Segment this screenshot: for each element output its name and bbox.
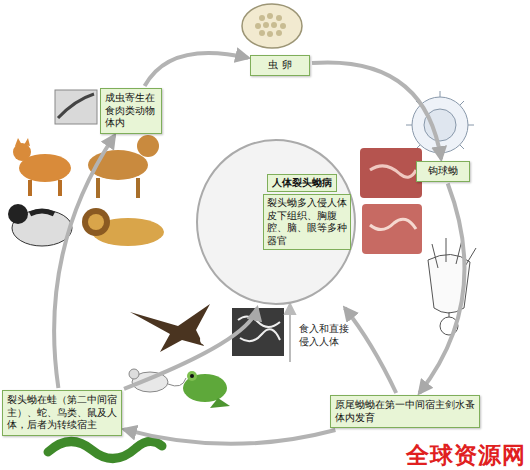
egg-yolk (255, 13, 286, 37)
stage-text: 原尾蚴蚴在第一中间宿主剑水蚤体内发育 (335, 399, 475, 424)
eagle-picture (130, 304, 210, 352)
stage-box: 虫 卵 (250, 55, 310, 76)
stage-text: 钩球蚴 (421, 165, 465, 178)
cycle-arrow (419, 184, 464, 394)
stage-box: 钩球蚴 (416, 161, 470, 182)
intake-label: 食入和直接侵入人体 (298, 322, 352, 349)
adult-worm-photo (55, 90, 97, 124)
disease-circle: 人体裂头蚴病裂头蚴多入侵人体皮下组织、胸腹腔、脑、眼等多种器官 (195, 138, 357, 306)
disease-description: 裂头蚴多入侵人体皮下组织、胸腹腔、脑、眼等多种器官 (263, 194, 351, 250)
cycle-arrow (145, 53, 248, 86)
disease-heading: 人体裂头蚴病 (267, 174, 337, 192)
stage-box: 原尾蚴蚴在第一中间宿主剑水蚤体内发育 (330, 395, 480, 428)
stage-text: 成虫寄生在食肉类动物体内 (105, 92, 157, 130)
snake-picture (48, 441, 162, 458)
stage-box: 裂头蚴在蛙（第二中间宿主）、蛇、鸟类、鼠及人体，后者为转续宿主 (2, 390, 122, 436)
cycle-arrow (124, 308, 257, 389)
cycle-arrow (54, 136, 114, 389)
cycle-arrow (312, 62, 441, 159)
cycle-arrow (124, 429, 335, 443)
stage-text: 裂头蚴在蛙（第二中间宿主）、蛇、鸟类、鼠及人体，后者为转续宿主 (7, 394, 117, 432)
procercoid-picture (428, 238, 476, 335)
cycle-arrow (345, 308, 396, 393)
stage-box: 成虫寄生在食肉类动物体内 (100, 88, 162, 134)
surgery-photo (362, 204, 422, 254)
intake-arrow (285, 304, 295, 362)
egg-picture (242, 4, 302, 48)
watermark: 全球资源网 (376, 440, 526, 470)
stage-text: 虫 卵 (255, 59, 305, 72)
surgery-photo (360, 148, 422, 198)
